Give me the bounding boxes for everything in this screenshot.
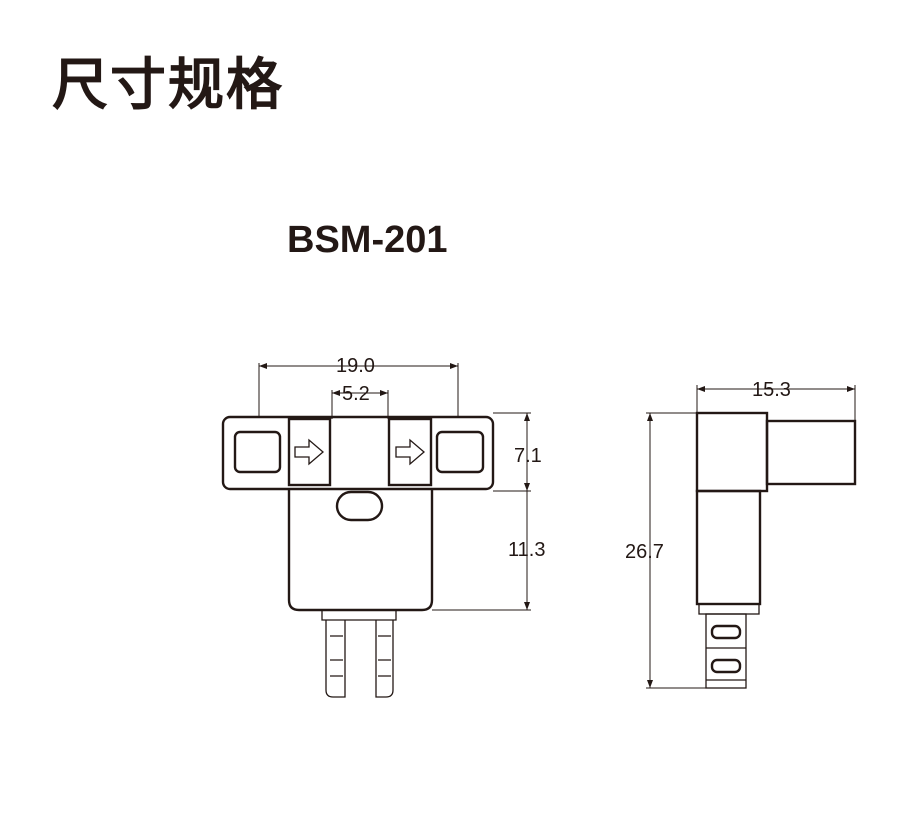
front-body	[287, 489, 434, 612]
side-view: 15.3 26.7	[625, 379, 857, 689]
side-connector	[705, 613, 747, 689]
side-collar	[698, 603, 760, 615]
oval-hole	[335, 490, 384, 522]
dim-arrows-body-height	[524, 602, 530, 610]
front-flange	[221, 415, 495, 491]
page-title: 尺寸规格	[52, 53, 284, 118]
right-pin	[375, 620, 394, 698]
side-connector-marks	[706, 647, 746, 681]
right-slot	[387, 417, 433, 487]
dim-line-body-height	[432, 491, 531, 611]
dim-body-height: 11.3	[508, 539, 545, 561]
dim-flange-height: 7.1	[514, 445, 542, 467]
dim-side-depth: 15.3	[752, 379, 791, 401]
front-view: 19.0 5.2 7.1 11.3	[221, 355, 545, 698]
side-body	[695, 489, 762, 606]
dim-line-slot-width	[331, 390, 389, 419]
model-name: BSM-201	[287, 219, 448, 261]
dim-line-flange-height	[493, 412, 531, 492]
side-head	[695, 411, 769, 493]
left-pin	[325, 620, 346, 698]
side-extension	[765, 419, 857, 486]
left-slot	[287, 417, 332, 487]
dim-line-total-width	[258, 363, 459, 417]
dim-arrows-flange-height	[524, 413, 530, 491]
dim-total-height: 26.7	[625, 541, 664, 563]
right-arrow-icon	[395, 438, 425, 466]
dim-slot-width: 5.2	[342, 383, 370, 405]
right-arrow-icon	[294, 438, 324, 466]
right-pin-marks	[378, 635, 391, 677]
left-window	[233, 430, 282, 474]
side-pin-lower	[710, 658, 742, 674]
dim-line-total-height	[646, 412, 706, 689]
right-window	[435, 430, 485, 474]
left-pin-marks	[330, 635, 343, 677]
dim-line-side-depth	[696, 385, 856, 421]
side-pin-upper	[710, 624, 742, 640]
dim-total-width: 19.0	[336, 355, 375, 377]
front-neck	[321, 610, 397, 621]
